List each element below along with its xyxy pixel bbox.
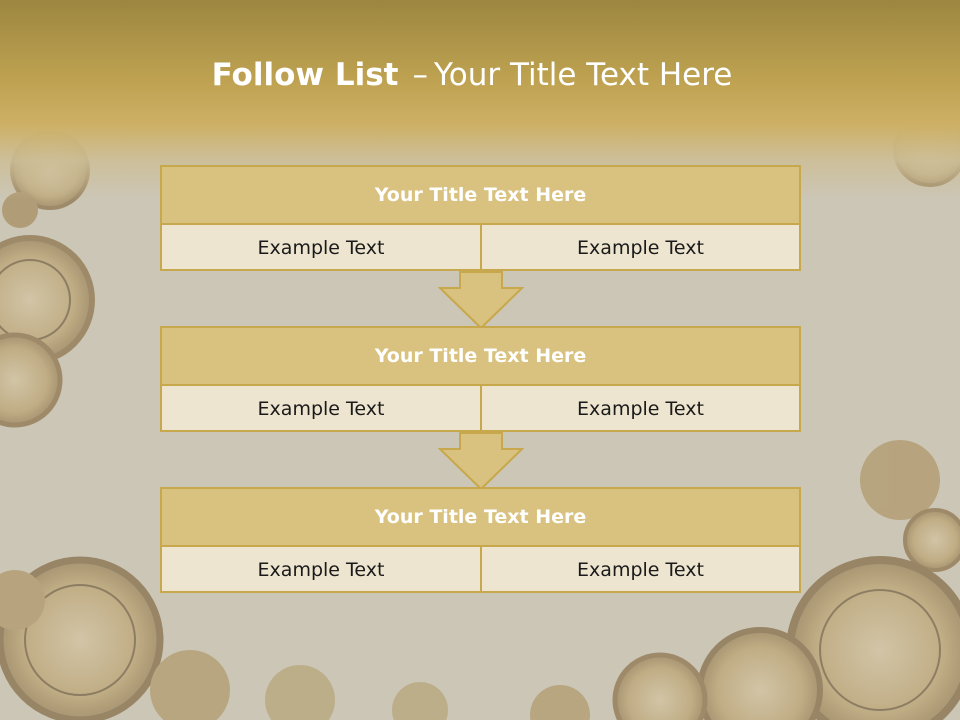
block-cell-right: Example Text [577, 559, 704, 581]
slide-title: Follow List–Your Title Text Here [0, 52, 944, 98]
block-cell-left: Example Text [162, 386, 482, 432]
down-arrow-icon [438, 432, 524, 490]
list-block-1: Your Title Text Here Example Text Exampl… [160, 165, 801, 271]
block-title: Your Title Text Here [162, 328, 799, 386]
block-cell-right: Example Text [577, 237, 704, 259]
slide-title-separator: – [412, 57, 428, 93]
block-cell-right: Example Text [577, 398, 704, 420]
down-arrow-icon [438, 271, 524, 329]
block-title: Your Title Text Here [162, 167, 799, 225]
list-block-2: Your Title Text Here Example Text Exampl… [160, 326, 801, 432]
block-cell-left: Example Text [162, 225, 482, 271]
block-title: Your Title Text Here [162, 489, 799, 547]
block-cell-left: Example Text [162, 547, 482, 593]
slide-title-bold: Follow List [211, 57, 399, 93]
slide-title-rest: Your Title Text Here [433, 57, 733, 93]
list-block-3: Your Title Text Here Example Text Exampl… [160, 487, 801, 593]
